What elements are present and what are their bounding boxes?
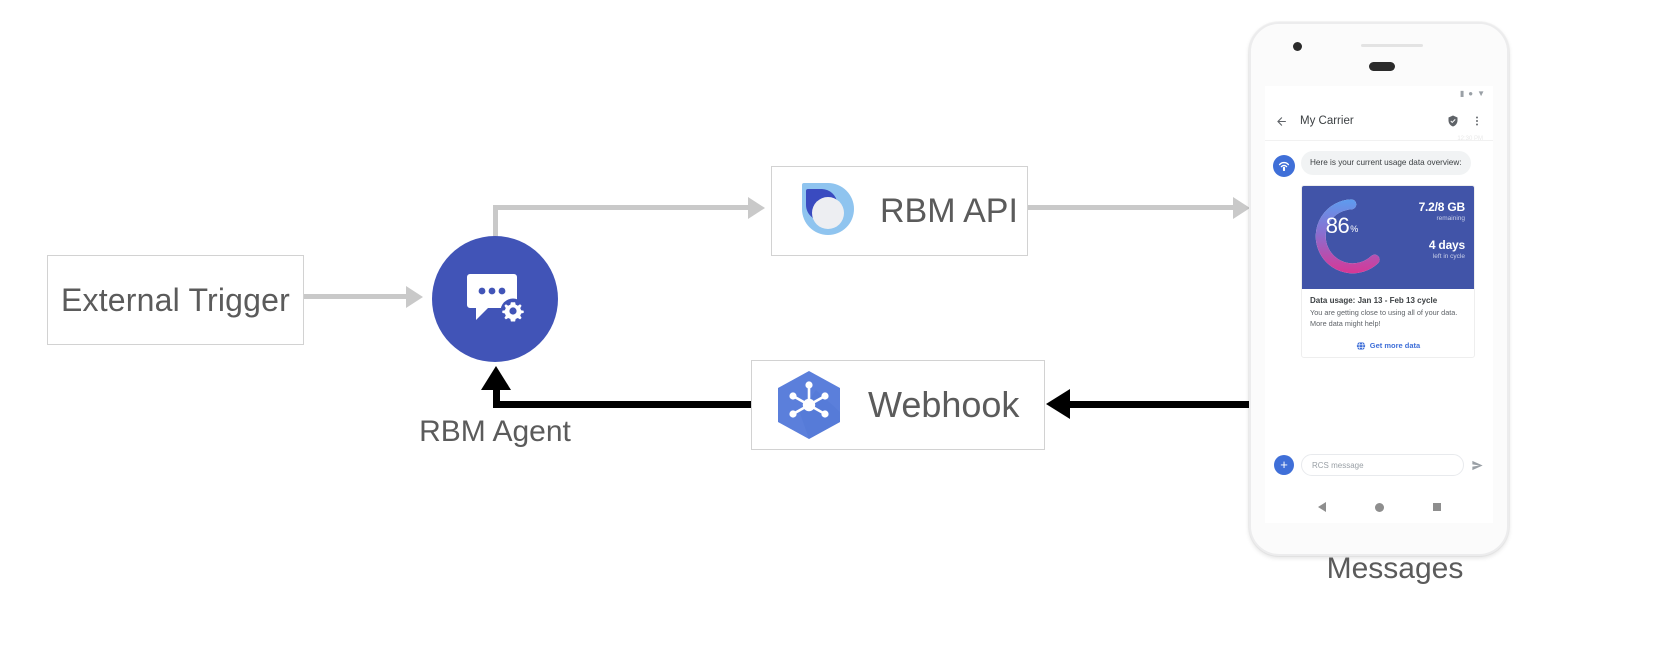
external-trigger-label: External Trigger — [60, 281, 291, 318]
stat-data-sub: remaining — [1436, 215, 1465, 222]
android-navigation-bar — [1265, 491, 1493, 523]
connector-agent-riser — [493, 205, 498, 245]
battery-icon: ▼ — [1477, 89, 1485, 98]
hero-stats: 7.2/8 GB remaining 4 days left in cycle — [1391, 200, 1466, 260]
arrowhead-agent-to-api — [748, 197, 765, 219]
nav-home-icon[interactable] — [1374, 502, 1384, 512]
send-icon[interactable] — [1471, 459, 1484, 472]
stat-block-data: 7.2/8 GB remaining — [1391, 200, 1466, 222]
rbm-api-logo-icon — [790, 175, 862, 247]
connector-phone-to-webhook — [1070, 401, 1260, 408]
rich-card[interactable]: 86 % 7.2/8 GB remaining 4 days left in c… — [1301, 185, 1475, 358]
arrowhead-api-to-phone — [1233, 197, 1250, 219]
stat-block-days: 4 days left in cycle — [1391, 238, 1465, 260]
phone-earpiece-line — [1361, 44, 1423, 47]
rcs-message-placeholder: RCS message — [1312, 460, 1364, 470]
node-rbm-agent[interactable] — [432, 236, 558, 362]
app-bar: My Carrier 12:30 PM — [1265, 102, 1493, 142]
phone-speaker-icon — [1369, 62, 1395, 71]
carrier-signal-icon — [1273, 155, 1295, 177]
app-bar-title: My Carrier — [1300, 115, 1354, 127]
connector-trigger-to-agent — [304, 294, 408, 299]
globe-icon — [1356, 341, 1366, 351]
connector-webhook-to-agent-horizontal — [493, 401, 751, 408]
node-rbm-api[interactable]: RBM API — [771, 166, 1028, 256]
arrowhead-phone-to-webhook — [1046, 389, 1070, 419]
stat-days-sub: left in cycle — [1432, 253, 1465, 260]
nav-recents-icon[interactable] — [1432, 503, 1441, 511]
chat-gear-icon — [464, 270, 526, 328]
message-row: Here is your current usage data overview… — [1273, 151, 1485, 177]
signal-icon: ▮ — [1459, 89, 1465, 98]
message-composer: + RCS message — [1265, 445, 1493, 485]
get-more-data-button[interactable]: Get more data — [1302, 334, 1474, 357]
message-bubble: Here is your current usage data overview… — [1301, 151, 1471, 175]
gauge-number: 86 — [1325, 213, 1350, 238]
phone-screen: ▮ ● ▼ My Carrier 12:30 PM — [1265, 86, 1493, 523]
conversation-area: Here is your current usage data overview… — [1265, 141, 1493, 481]
phone-top-bezel — [1251, 24, 1507, 86]
gauge-value: 86 % — [1302, 186, 1382, 266]
rcs-message-input[interactable]: RCS message — [1301, 454, 1464, 476]
rbm-api-label: RBM API — [880, 191, 1018, 230]
phone-side-button — [1249, 164, 1251, 194]
connector-webhook-to-agent-riser — [493, 388, 500, 408]
messages-label: Messages — [1326, 552, 1464, 585]
get-more-data-label: Get more data — [1369, 341, 1421, 351]
stat-data-main: 7.2/8 GB — [1418, 200, 1466, 214]
webhook-hexagon-icon — [770, 368, 848, 442]
add-attachment-button[interactable]: + — [1274, 455, 1294, 475]
connector-agent-to-api — [493, 205, 750, 210]
node-webhook[interactable]: Webhook — [751, 360, 1045, 450]
card-description: You are getting close to using all of yo… — [1310, 308, 1458, 328]
node-external-trigger[interactable]: External Trigger — [47, 255, 304, 345]
arrowhead-trigger-to-agent — [406, 286, 423, 308]
rbm-agent-label: RBM Agent — [419, 415, 571, 448]
nav-back-icon[interactable] — [1317, 502, 1326, 512]
plus-icon: + — [1280, 457, 1288, 472]
connector-api-to-phone — [1028, 205, 1238, 210]
wifi-icon: ● — [1468, 89, 1474, 98]
phone-camera-icon — [1293, 42, 1302, 51]
stat-days-main: 4 days — [1428, 238, 1465, 252]
usage-gauge-chart — [1312, 197, 1392, 277]
back-arrow-icon[interactable] — [1275, 115, 1288, 128]
card-body: Data usage: Jan 13 - Feb 13 cycle You ar… — [1302, 289, 1474, 334]
card-title: Data usage: Jan 13 - Feb 13 cycle — [1310, 296, 1438, 305]
card-hero: 86 % 7.2/8 GB remaining 4 days left in c… — [1302, 186, 1474, 289]
more-vert-icon[interactable] — [1471, 115, 1483, 127]
gauge-unit: % — [1350, 224, 1359, 234]
phone-mockup: ▮ ● ▼ My Carrier 12:30 PM — [1249, 22, 1509, 556]
webhook-label: Webhook — [868, 384, 1020, 425]
status-bar: ▮ ● ▼ — [1265, 86, 1493, 102]
verified-shield-icon[interactable] — [1447, 115, 1459, 127]
arrowhead-webhook-to-agent — [481, 366, 511, 390]
app-bar-timestamp: 12:30 PM — [1457, 136, 1483, 142]
